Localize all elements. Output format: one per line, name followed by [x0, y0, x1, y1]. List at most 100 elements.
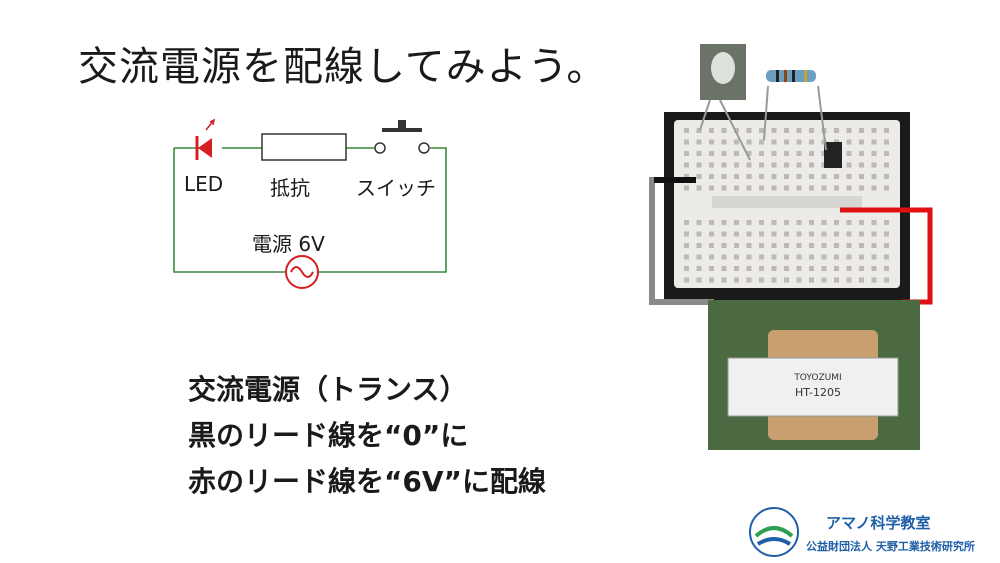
- breadboard-hole: [684, 231, 689, 237]
- breadboard-hole: [884, 185, 889, 191]
- breadboard-hole: [771, 162, 777, 168]
- breadboard-hole: [684, 220, 689, 225]
- breadboard-hole: [709, 139, 714, 145]
- resistor-photo: [762, 64, 820, 88]
- breadboard-hole: [846, 174, 852, 179]
- breadboard-hole: [759, 266, 764, 271]
- led-symbol: [198, 138, 212, 158]
- breadboard-hole: [734, 220, 739, 225]
- instruction-line: 交流電源（トランス）: [188, 373, 468, 406]
- breadboard-hole: [684, 139, 689, 145]
- breadboard-hole: [759, 231, 764, 237]
- breadboard-hole: [746, 220, 752, 225]
- breadboard-hole: [884, 220, 889, 225]
- breadboard-hole: [884, 151, 889, 156]
- breadboard-hole: [696, 266, 702, 271]
- breadboard-hole: [784, 185, 789, 191]
- breadboard-hole: [746, 139, 752, 145]
- breadboard-hole: [859, 277, 864, 283]
- breadboard-hole: [684, 128, 689, 133]
- breadboard-hole: [709, 277, 714, 283]
- breadboard-hole: [734, 128, 739, 133]
- breadboard-hole: [859, 231, 864, 237]
- breadboard-hole: [846, 243, 852, 248]
- breadboard-hole: [884, 174, 889, 179]
- breadboard-hole: [709, 254, 714, 260]
- breadboard-hole: [784, 254, 789, 260]
- breadboard-hole: [834, 254, 839, 260]
- breadboard-hole: [871, 243, 877, 248]
- breadboard-hole: [721, 266, 727, 271]
- breadboard-hole: [746, 162, 752, 168]
- breadboard-hole: [759, 220, 764, 225]
- breadboard-hole: [809, 231, 814, 237]
- breadboard-hole: [696, 128, 702, 133]
- breadboard-hole: [796, 151, 802, 156]
- breadboard-hole: [834, 231, 839, 237]
- breadboard-hole: [771, 266, 777, 271]
- breadboard-hole: [771, 254, 777, 260]
- breadboard-hole: [846, 128, 852, 133]
- instruction-line: 赤のリード線を“6V”に配線: [188, 465, 546, 498]
- breadboard-hole: [884, 254, 889, 260]
- red-lead-wire: [840, 207, 933, 305]
- breadboard-hole: [759, 277, 764, 283]
- breadboard-hole: [859, 162, 864, 168]
- breadboard-hole: [821, 185, 827, 191]
- breadboard-hole: [846, 231, 852, 237]
- breadboard-hole: [721, 139, 727, 145]
- breadboard-hole: [746, 151, 752, 156]
- breadboard-hole: [884, 231, 889, 237]
- breadboard-hole: [759, 185, 764, 191]
- breadboard-hole: [709, 185, 714, 191]
- breadboard-hole: [796, 185, 802, 191]
- breadboard-hole: [784, 220, 789, 225]
- breadboard-hole: [846, 139, 852, 145]
- breadboard-hole: [771, 185, 777, 191]
- resistor-label: 抵抗: [270, 176, 310, 200]
- breadboard-hole: [734, 231, 739, 237]
- breadboard-hole: [809, 139, 814, 145]
- breadboard-hole: [871, 254, 877, 260]
- breadboard-hole: [846, 254, 852, 260]
- breadboard-hole: [734, 174, 739, 179]
- breadboard-hole: [809, 243, 814, 248]
- breadboard-hole: [834, 174, 839, 179]
- breadboard-hole: [709, 174, 714, 179]
- black-lead-wire: [649, 177, 714, 305]
- breadboard-hole: [809, 254, 814, 260]
- breadboard-hole: [721, 243, 727, 248]
- breadboard-hole: [796, 162, 802, 168]
- logo-icon: [749, 507, 799, 557]
- breadboard-hole: [859, 174, 864, 179]
- breadboard-hole: [884, 139, 889, 145]
- instruction-line: 黒のリード線を“0”に: [188, 419, 469, 452]
- breadboard-hole: [746, 266, 752, 271]
- breadboard-hole: [884, 277, 889, 283]
- breadboard-hole: [784, 162, 789, 168]
- breadboard-hole: [759, 128, 764, 133]
- breadboard-hole: [859, 128, 864, 133]
- breadboard-hole: [871, 128, 877, 133]
- breadboard-hole: [746, 174, 752, 179]
- led-illustration: [711, 52, 735, 84]
- breadboard-hole: [759, 174, 764, 179]
- breadboard-hole: [846, 266, 852, 271]
- led-label: LED: [184, 172, 224, 196]
- breadboard-hole: [821, 243, 827, 248]
- breadboard-hole: [759, 139, 764, 145]
- breadboard-hole: [696, 185, 702, 191]
- circuit-wire: [173, 147, 447, 273]
- breadboard-hole: [834, 220, 839, 225]
- breadboard-hole: [821, 231, 827, 237]
- breadboard-hole: [859, 254, 864, 260]
- breadboard-hole: [734, 162, 739, 168]
- breadboard-hole: [696, 231, 702, 237]
- breadboard-hole: [734, 151, 739, 156]
- breadboard-hole: [784, 266, 789, 271]
- breadboard-hole: [871, 220, 877, 225]
- breadboard-hole: [821, 266, 827, 271]
- breadboard-hole: [721, 254, 727, 260]
- breadboard-hole: [734, 277, 739, 283]
- breadboard-hole: [834, 277, 839, 283]
